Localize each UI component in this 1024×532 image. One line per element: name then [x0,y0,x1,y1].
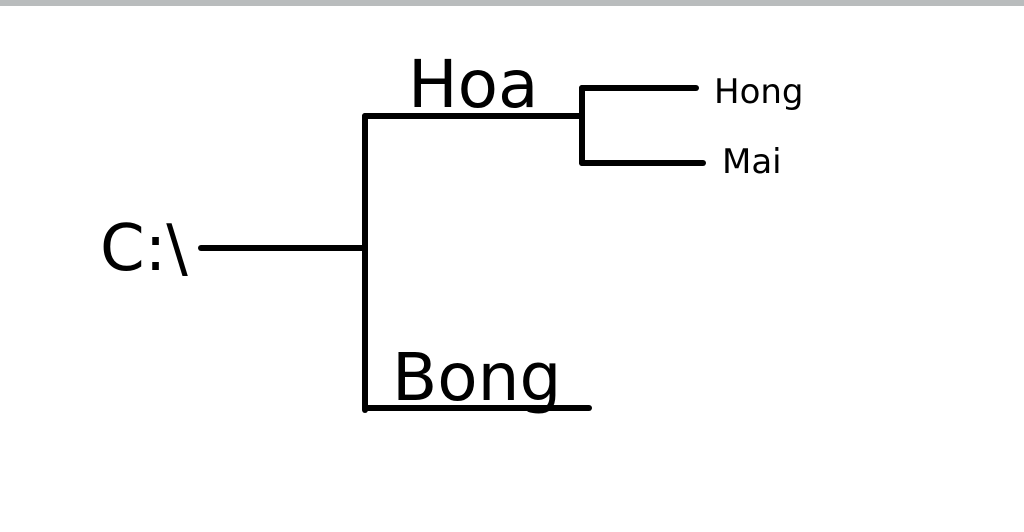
node-label-hoa: Hoa [408,46,538,123]
tree-connectors [198,85,706,413]
top-border [0,0,1024,6]
node-label-hong: Hong [714,72,804,112]
node-label-mai: Mai [722,142,782,182]
root-label: C:\ [100,212,188,286]
node-label-bong: Bong [392,339,561,416]
